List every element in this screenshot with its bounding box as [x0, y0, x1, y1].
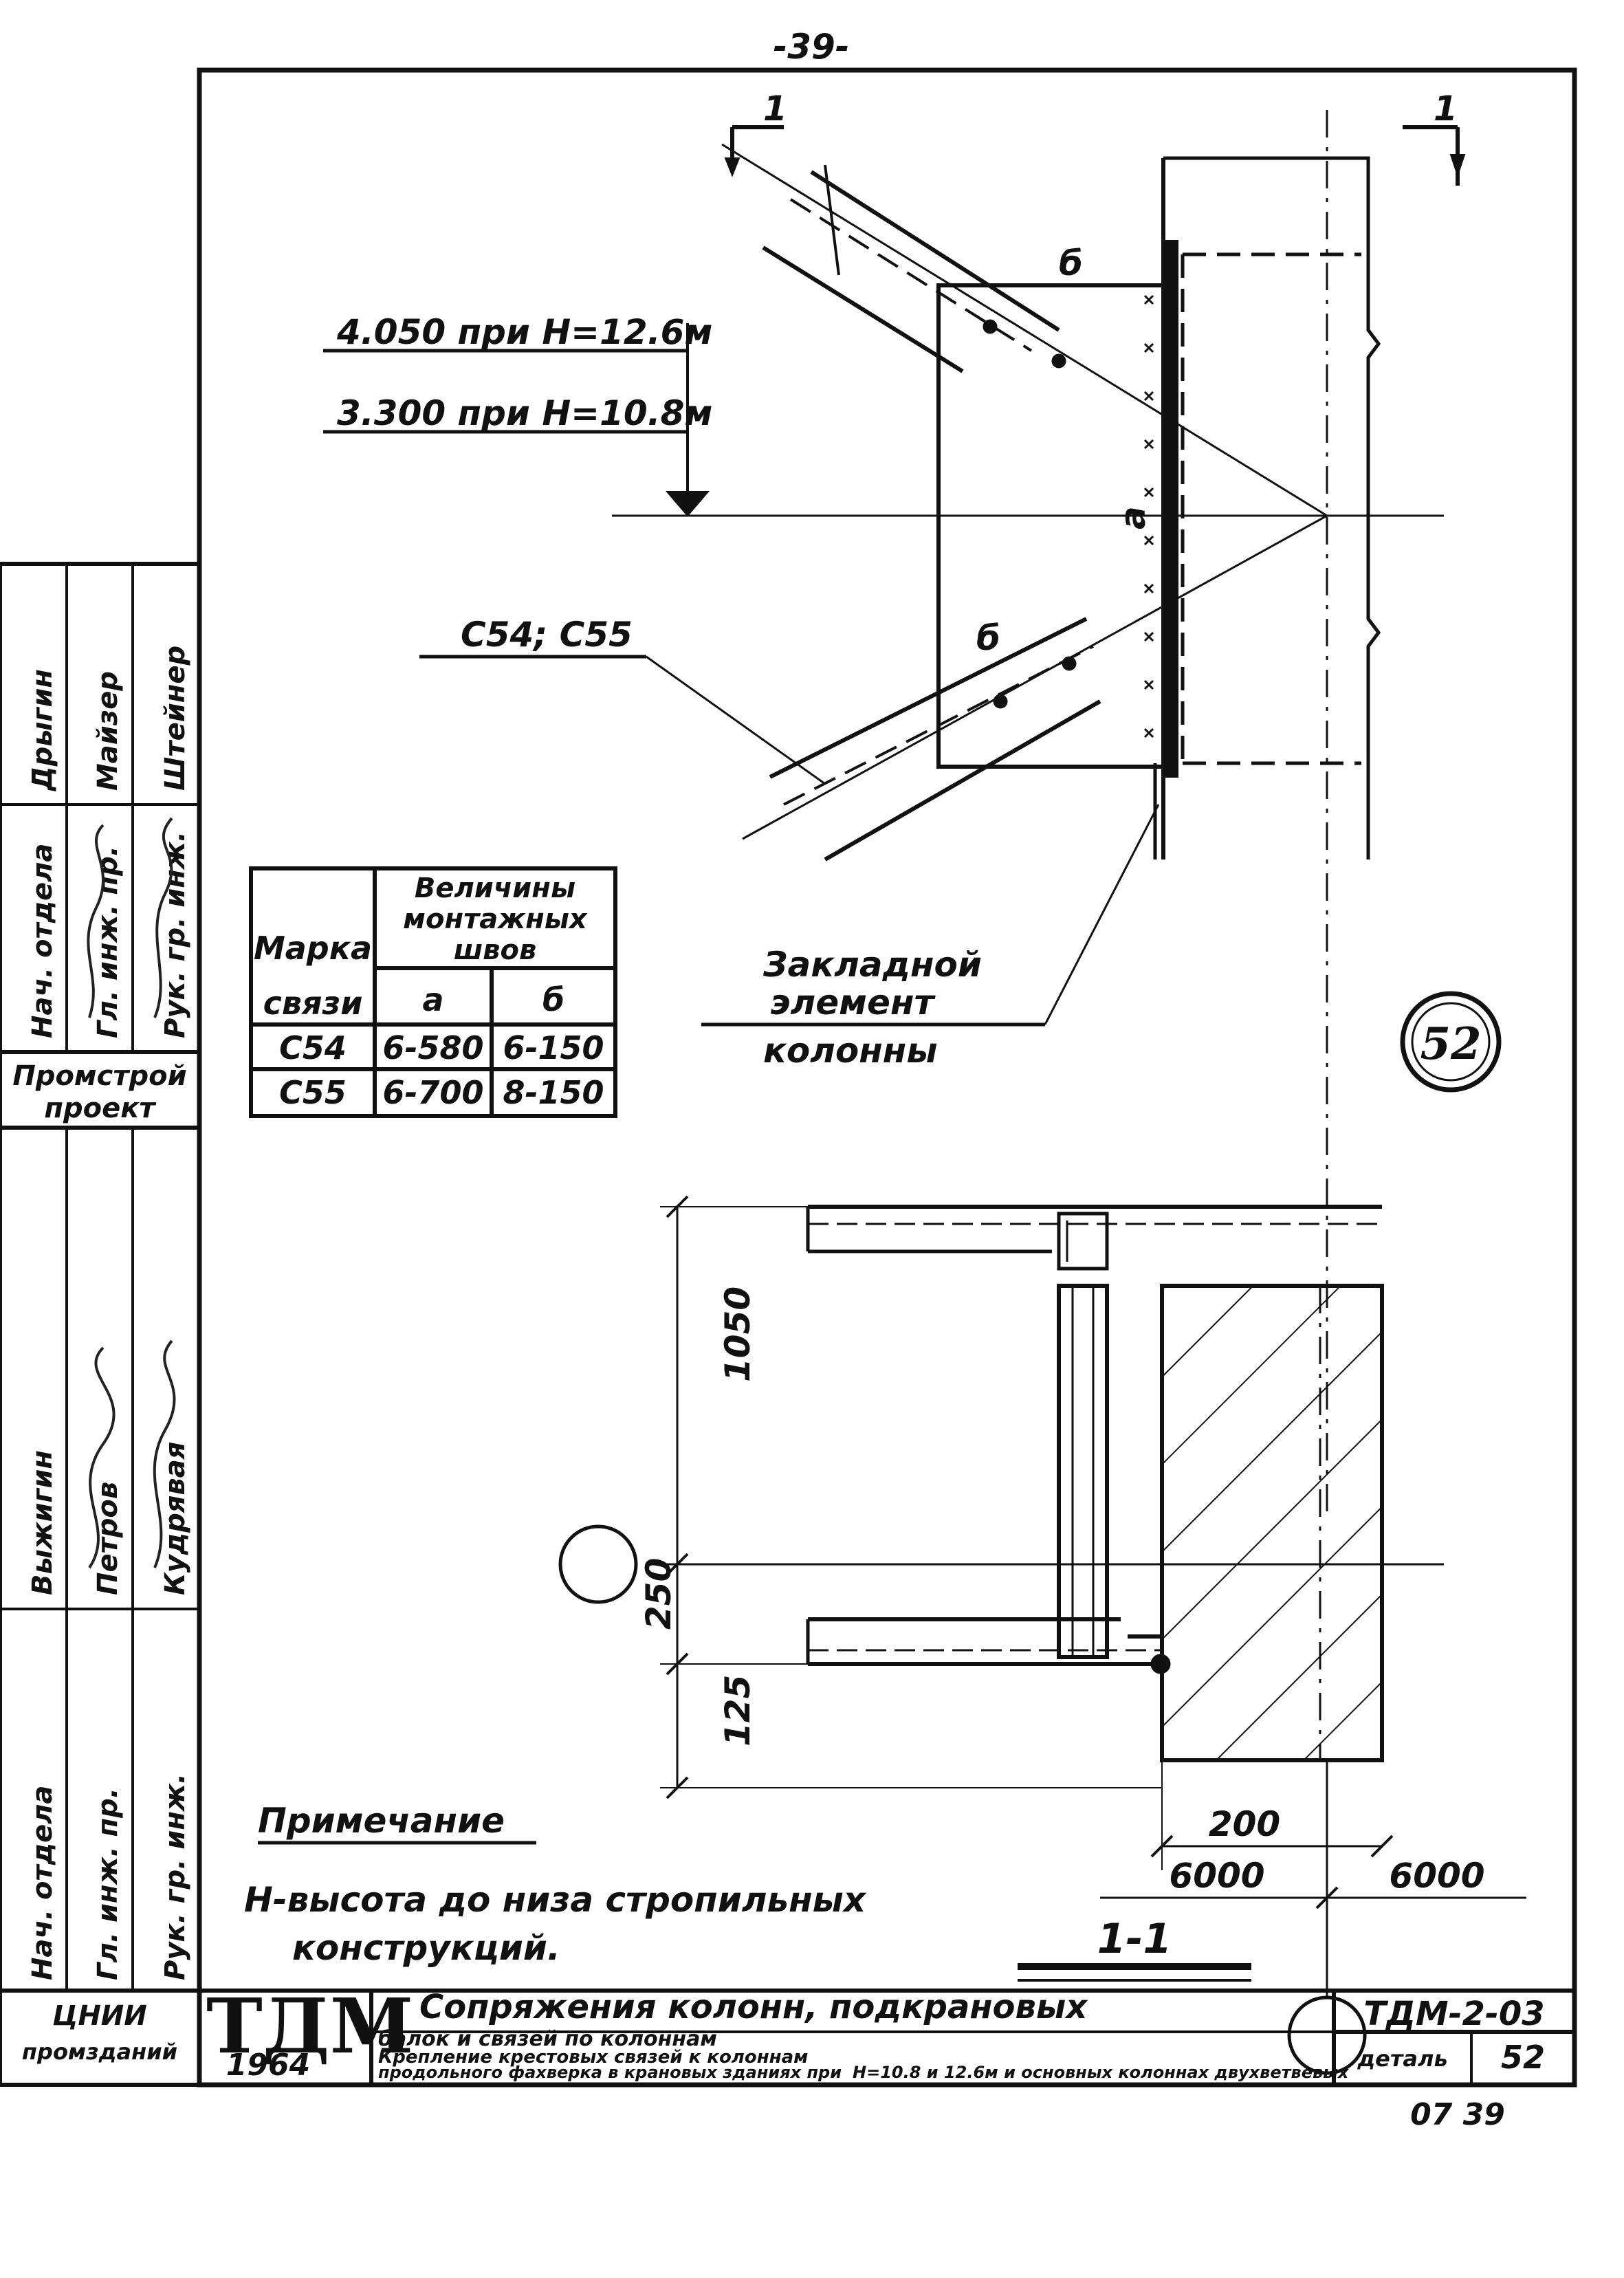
title-detail-word: деталь: [1357, 2046, 1447, 2072]
table-row-1-a: 6-580: [382, 1029, 483, 1066]
note-heading: Примечание: [258, 1801, 505, 1841]
stamp-name-4: Выжигин: [27, 1450, 58, 1595]
stamp-name-2: Майзер: [92, 671, 124, 791]
table-row-1-b: 6-150: [503, 1029, 604, 1066]
dim-125: 125: [718, 1675, 758, 1746]
table-header-mark: Марка: [254, 930, 372, 967]
embed-label-1: Закладной: [762, 945, 982, 985]
table-header-values-3: швов: [454, 934, 537, 966]
section-mark-left: 1: [763, 89, 787, 129]
dim-200: 200: [1209, 1804, 1280, 1844]
stamp-org-lower-1: ЦНИИ: [52, 2000, 147, 2032]
weld-b-upper: б: [1059, 243, 1083, 283]
stamp-org-upper-2: проект: [44, 1093, 157, 1124]
dim-6000-left: 6000: [1169, 1856, 1264, 1896]
page-number: -39-: [773, 27, 849, 67]
title-year: 1964: [226, 2048, 310, 2083]
section-mark-right: 1: [1434, 89, 1458, 129]
stamp-role-3: Рук. гр. инж.: [160, 831, 191, 1038]
table-header-values-1: Величины: [415, 873, 575, 904]
title-sub-2: продольного фахверка в крановых зданиях …: [378, 2063, 842, 2082]
note-line-1: Н-высота до низа стропильных: [244, 1880, 867, 1920]
stamp-name-6: Кудрявая: [160, 1442, 191, 1595]
table-row-1-mark: С54: [279, 1029, 347, 1066]
plan-view: [323, 110, 1466, 1513]
dim-6000-right: 6000: [1389, 1856, 1484, 1896]
table-row-2-a: 6-700: [382, 1074, 483, 1111]
title-logo: ТДМ: [206, 1982, 413, 2070]
weld-table: [249, 866, 617, 1118]
stamp-role-4: Нач. отдела: [27, 1786, 58, 1980]
table-col-a: а: [422, 981, 443, 1018]
title-block: [199, 1989, 1574, 2085]
stamp-role-1: Нач. отдела: [27, 844, 58, 1038]
signatures: [87, 817, 176, 1569]
stamp-name-3: Штейнер: [160, 646, 191, 791]
dim-1050: 1050: [718, 1286, 758, 1382]
section-view: [558, 1195, 1526, 2075]
detail-number: 52: [1420, 1018, 1481, 1070]
title-line-2: балок и связей по колоннам: [378, 2027, 717, 2051]
stamp-name-1: Дрыгин: [27, 669, 58, 792]
table-header-mark-2: связи: [263, 985, 363, 1022]
title-sub-3: Н=10.8 и 12.6м и основных колоннах двухв…: [853, 2063, 1350, 2082]
weld-a: а: [1113, 506, 1153, 529]
embed-label-2: элемент: [770, 983, 936, 1022]
table-row-2-mark: С55: [279, 1074, 347, 1111]
stamp-role-5: Гл. инж. пр.: [92, 1788, 124, 1980]
table-row-2-b: 8-150: [503, 1074, 604, 1111]
detail-circle-inner: [1411, 1002, 1491, 1082]
stamp-role-6: Рук. гр. инж.: [160, 1773, 191, 1980]
title-sub-1: Крепление крестовых связей к колоннам: [378, 2047, 808, 2068]
elevation-h10: 3.300 при Н=10.8м: [337, 393, 712, 433]
embed-label-3: колонны: [763, 1031, 938, 1071]
table-header-values-2: монтажных: [403, 903, 588, 935]
stamp-org-lower-2: промзданий: [22, 2039, 177, 2065]
stamp-org-upper-1: Промстрой: [12, 1060, 186, 1092]
elevation-h12: 4.050 при Н=12.6м: [336, 312, 712, 352]
table-col-b: б: [542, 981, 564, 1018]
note-line-2: конструкций.: [292, 1928, 560, 1968]
title-line-1: Сопряжения колонн, подкрановых: [419, 1988, 1088, 2026]
section-title: 1-1: [1097, 1915, 1172, 1963]
stamp-name-5: Петров: [92, 1482, 124, 1595]
footer-number: 07 39: [1410, 2097, 1505, 2132]
title-detail-no: 52: [1501, 2039, 1545, 2076]
weld-b-lower: б: [976, 618, 1000, 658]
title-code: ТДМ-2-03: [1363, 1995, 1544, 2033]
detail-circle: [1400, 991, 1502, 1093]
brace-mark: С54; С55: [461, 615, 633, 655]
dim-250: 250: [639, 1558, 679, 1630]
stamp-role-2: Гл. инж. пр.: [92, 846, 124, 1038]
side-stamp: [0, 562, 201, 2087]
